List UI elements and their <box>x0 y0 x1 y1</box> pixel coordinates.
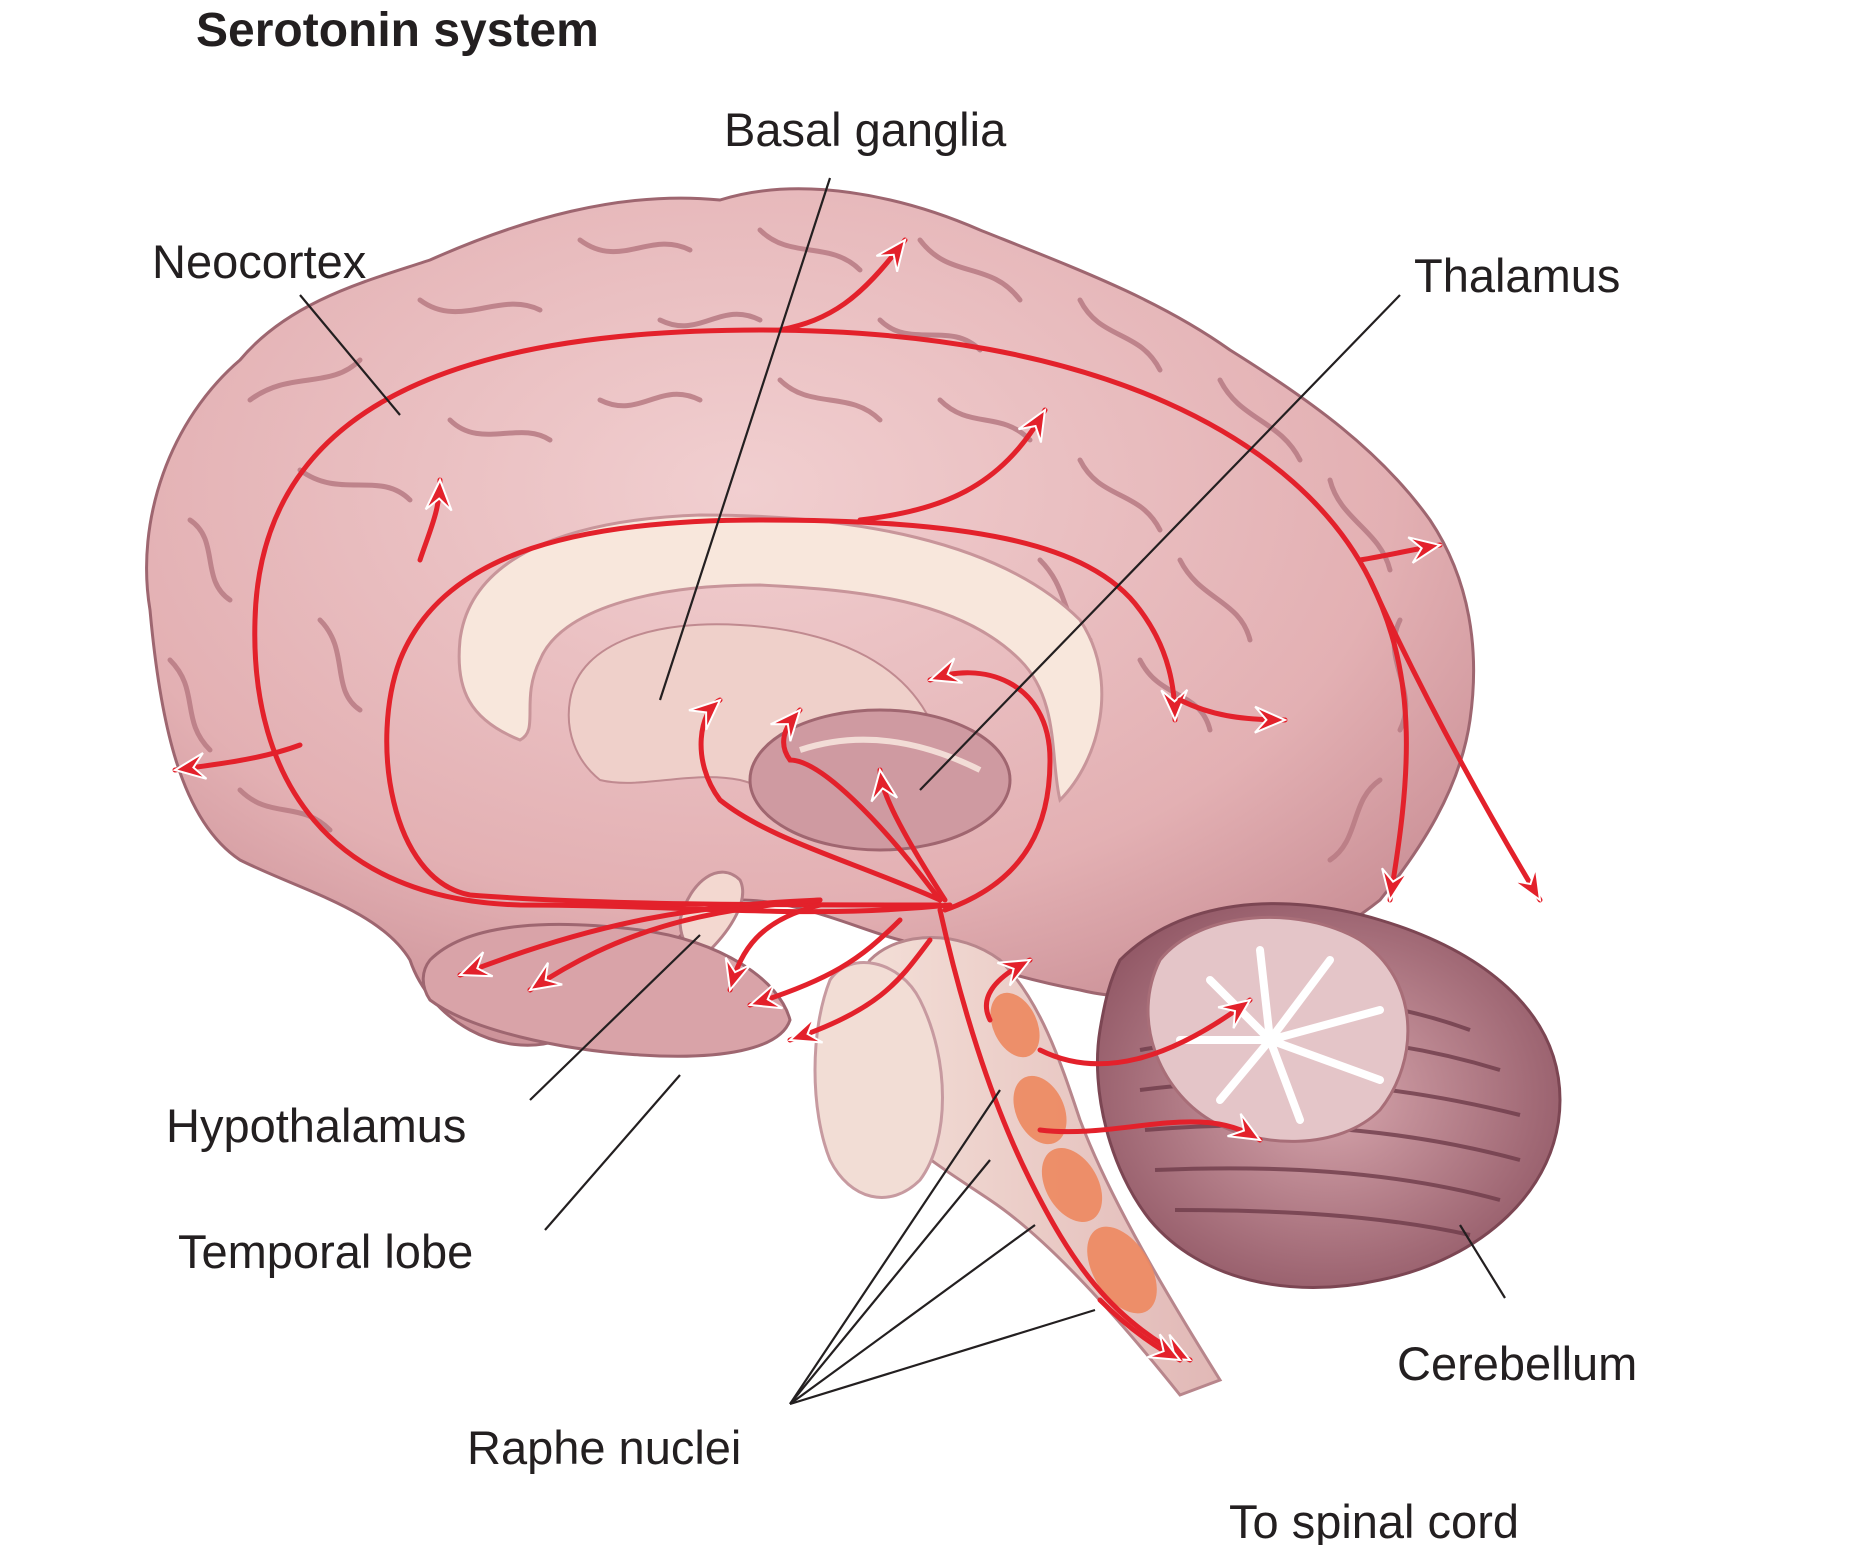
pathway-12 <box>927 670 1053 913</box>
pathway-arrowhead-10 <box>770 708 802 742</box>
corpus-callosum <box>457 513 1104 803</box>
cerebral-cortex <box>145 187 1476 1047</box>
pathway-arrowhead-17 <box>747 982 784 1010</box>
pathway-arrowhead-9 <box>688 698 722 731</box>
brain-anatomy <box>145 187 1562 1397</box>
pathway-arrowhead-15 <box>527 962 563 992</box>
label-neocortex: Neocortex <box>152 235 366 288</box>
pathway-arrowhead-7 <box>1381 867 1409 903</box>
label-raphe-nuclei: Raphe nuclei <box>467 1421 741 1474</box>
pathway-21 <box>1037 1119 1263 1143</box>
pathway-arrowhead-18 <box>787 1017 824 1044</box>
pathway-arrowhead-12 <box>927 657 964 684</box>
pathway-4 <box>384 517 1178 908</box>
pathway-5 <box>857 407 1048 523</box>
pathway-18 <box>787 937 933 1043</box>
pathway-9 <box>698 697 943 903</box>
leader-cerebellum <box>1459 1224 1506 1299</box>
label-basal-ganglia: Basal ganglia <box>724 103 1007 156</box>
label-to-spinal-cord: To spinal cord <box>1229 1495 1519 1545</box>
label-thalamus: Thalamus <box>1414 249 1620 302</box>
leader-raphe-4 <box>789 1308 1096 1406</box>
pathway-15 <box>527 897 823 993</box>
pathway-arrowhead-13 <box>1254 705 1288 734</box>
pathway-17 <box>747 917 903 1008</box>
serotonin-pathways <box>172 237 1543 1363</box>
pathway-arrowhead-1 <box>1512 867 1542 903</box>
temporal-lobe-structure <box>421 922 792 1058</box>
cerebellum-structure <box>1096 902 1562 1289</box>
diagram-title: Serotonin system <box>196 4 599 57</box>
pathway-3 <box>777 237 908 333</box>
pathway-arrowhead-8 <box>424 477 453 512</box>
pathway-arrowhead-5 <box>1017 407 1047 443</box>
pathway-arrowhead-21 <box>1227 1113 1263 1142</box>
leader-temporal-lobe <box>544 1074 681 1231</box>
leader-basal-ganglia <box>658 177 832 701</box>
pathway-arrowhead-16 <box>724 957 752 993</box>
pathway-arrowhead-19 <box>997 958 1033 987</box>
pathway-arrowhead-2 <box>172 752 208 780</box>
label-cerebellum: Cerebellum <box>1397 1337 1637 1390</box>
leader-lines <box>299 177 1506 1406</box>
leader-raphe-2 <box>789 1159 991 1405</box>
raphe-nuclei-structures <box>990 992 1157 1314</box>
leader-hypothalamus <box>529 934 701 1101</box>
leader-thalamus <box>919 294 1401 791</box>
leader-raphe-3 <box>789 1224 1036 1405</box>
pathway-arrowhead-11 <box>870 767 899 803</box>
pathway-arrowhead-20 <box>1217 998 1253 1029</box>
label-temporal-lobe: Temporal lobe <box>178 1225 473 1278</box>
pathway-arrowhead-3 <box>875 238 907 272</box>
pathway-arrowhead-6 <box>1407 536 1443 564</box>
pathway-7 <box>1367 577 1409 903</box>
leader-neocortex <box>299 294 401 416</box>
pathway-arrowhead-23 <box>1147 1333 1183 1362</box>
leader-raphe-1 <box>789 1089 1001 1405</box>
label-hypothalamus: Hypothalamus <box>166 1099 466 1152</box>
pathway-22 <box>937 907 1193 1363</box>
pathway-20 <box>1037 997 1253 1067</box>
pathway-arrowhead-14 <box>457 951 494 978</box>
